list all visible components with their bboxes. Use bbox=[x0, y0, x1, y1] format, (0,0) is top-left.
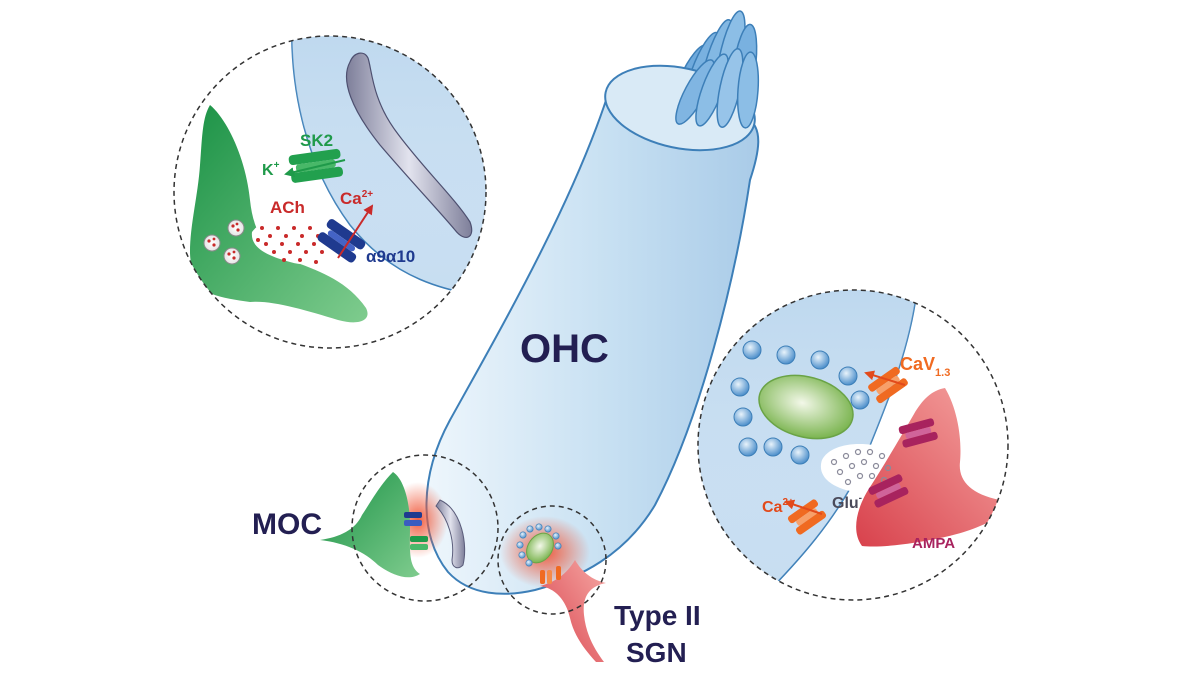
moc-synapse-inset: SK2 K+ ACh Ca2+ α9α10 bbox=[173, 35, 487, 349]
k-label-sup: + bbox=[274, 160, 280, 171]
type-ii-label-line1: Type II bbox=[614, 600, 701, 631]
moc-inset-outline bbox=[351, 454, 499, 602]
lower-ca-influx-arrow bbox=[784, 499, 823, 515]
ampa-receptor-lower bbox=[868, 474, 909, 508]
ca-label: Ca2+ bbox=[340, 189, 373, 208]
cav13-label: CaV1.3 bbox=[900, 354, 950, 379]
subsurface-cistern bbox=[345, 52, 473, 238]
alpha9alpha10-label: α9α10 bbox=[366, 247, 415, 266]
type-ii-synapse-inset: CaV1.3 Ca2+ Glu- AMPA bbox=[697, 289, 1009, 601]
ach-molecules bbox=[256, 226, 328, 264]
ach-vesicles bbox=[203, 219, 245, 265]
type-ii-inset-large-outline bbox=[697, 289, 1009, 601]
moc-inset-large-outline bbox=[173, 35, 487, 349]
k-label-base: K bbox=[262, 162, 274, 179]
cav-channel-small bbox=[540, 566, 561, 584]
ca-influx-arrow bbox=[337, 204, 374, 259]
alpha9alpha10-channel-small bbox=[404, 512, 422, 526]
lower-ca-label-base: Ca bbox=[762, 499, 783, 516]
k-label: K+ bbox=[262, 160, 280, 179]
outer-hair-cell: OHC bbox=[425, 10, 760, 595]
ampa-receptor-upper bbox=[898, 418, 938, 448]
ca-label-sup: 2+ bbox=[362, 189, 374, 200]
moc-cistern-small bbox=[435, 499, 466, 569]
sgn-inset-small bbox=[497, 505, 607, 662]
synaptic-ribbon bbox=[758, 374, 854, 440]
vesicle-ring-small bbox=[516, 523, 562, 567]
moc-terminal-small bbox=[320, 472, 420, 578]
synaptic-vesicles bbox=[730, 340, 870, 465]
k-efflux-arrow bbox=[284, 159, 346, 178]
ampa-label: AMPA bbox=[912, 535, 955, 552]
glu-label-sup: - bbox=[859, 493, 862, 504]
glutamate-molecules bbox=[830, 448, 892, 486]
lower-ca-label-sup: 2+ bbox=[782, 497, 794, 508]
lower-ca-label: Ca2+ bbox=[762, 497, 794, 516]
ach-label: ACh bbox=[270, 198, 305, 217]
glu-label: Glu- bbox=[832, 493, 862, 512]
sgn-inset-outline bbox=[497, 505, 607, 615]
type-ii-sgn-terminal bbox=[856, 388, 1008, 547]
ca-label-base: Ca bbox=[340, 189, 362, 208]
alpha9alpha10-channel bbox=[317, 219, 366, 263]
moc-inset-small bbox=[320, 454, 499, 602]
glu-label-base: Glu bbox=[832, 495, 859, 512]
cav-ca-influx-arrow bbox=[864, 370, 906, 386]
moc-label: MOC bbox=[252, 508, 322, 541]
ohc-label: OHC bbox=[520, 327, 609, 371]
ohc-cell-body bbox=[425, 86, 760, 595]
sk2-label: SK2 bbox=[300, 131, 333, 150]
cav13-label-sub: 1.3 bbox=[935, 367, 950, 379]
type-ii-label-line2: SGN bbox=[626, 637, 687, 668]
type-ii-sgn-fiber bbox=[540, 560, 606, 662]
cav13-label-base: CaV bbox=[900, 354, 935, 374]
sk2-channel-small bbox=[410, 536, 428, 550]
cav-channel-lower bbox=[787, 499, 827, 535]
moc-terminal bbox=[190, 105, 368, 323]
